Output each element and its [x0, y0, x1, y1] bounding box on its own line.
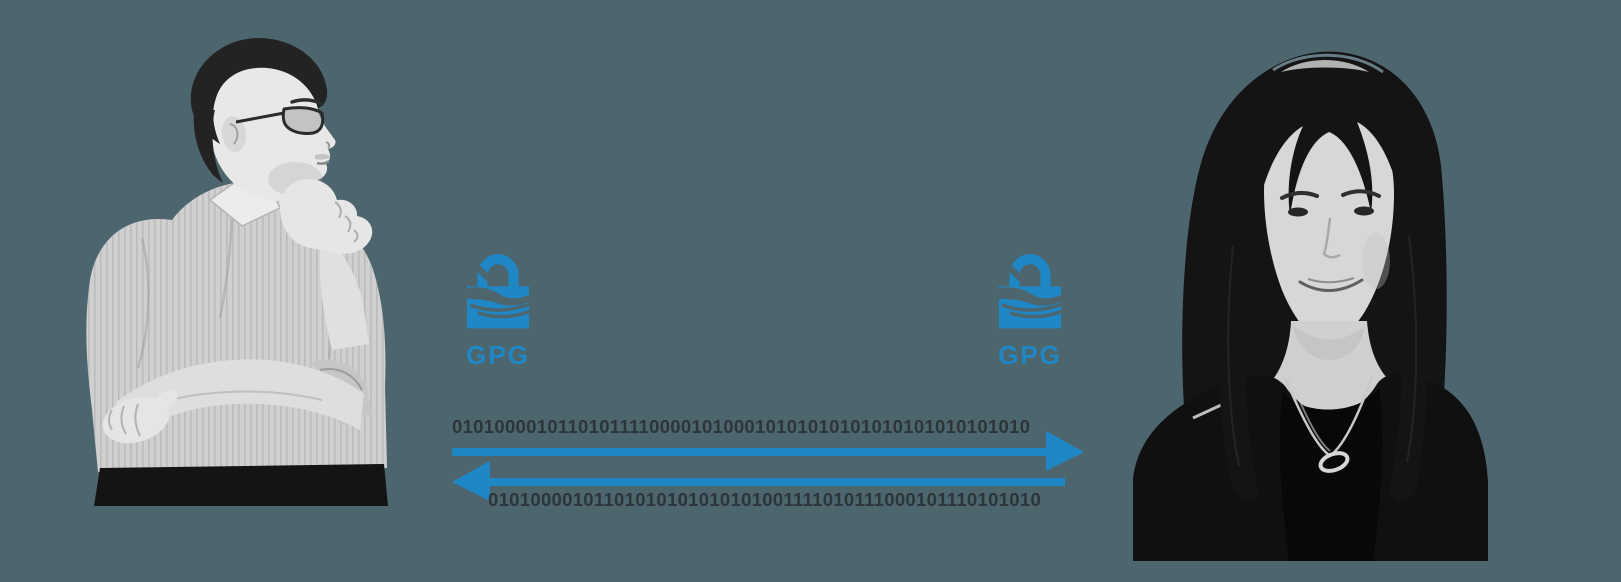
arrow-shaft [488, 478, 1065, 486]
hand-under-chin [280, 178, 373, 254]
knuckle-lines [334, 201, 359, 243]
gpg-lock-icon [994, 254, 1067, 329]
gpg-logo-right: GPG [980, 246, 1080, 368]
hair-strand-left [1216, 196, 1259, 501]
binary-string-bottom: 0101000010110101010101010100111101011100… [488, 489, 1042, 510]
hand-cutout [994, 287, 1067, 306]
glasses [235, 106, 325, 135]
hair-highlight [1281, 60, 1369, 72]
necklace [1283, 373, 1375, 473]
finger-cutout [1001, 301, 1066, 312]
inner-top [1279, 388, 1383, 561]
lap-shadow [94, 464, 388, 506]
finger-cutout [1009, 308, 1067, 319]
facial-features [1280, 189, 1390, 292]
arrowhead-right-icon [1046, 431, 1084, 471]
neck-shadow [1293, 326, 1365, 360]
hair-back [193, 110, 223, 183]
arrow-right [452, 431, 1084, 471]
gpg-wordmark: GPG [466, 340, 530, 370]
shackle-gap [1006, 263, 1025, 283]
sleeve-line [319, 368, 363, 391]
hair-edge-glow [1272, 53, 1384, 74]
finger-cutout [477, 308, 535, 319]
binary-string-top: 0101000010110101111000010100010101010101… [452, 416, 1031, 437]
finger-cutout [469, 301, 534, 312]
hair-fringe [1251, 80, 1408, 241]
man-portrait-photo [86, 38, 388, 506]
eyebrow [290, 98, 324, 106]
shackle-gap [474, 263, 493, 283]
arrowhead-left-icon [452, 461, 490, 501]
forearm-right [319, 232, 369, 350]
finger-lines [108, 403, 141, 437]
gpg-logo-left: GPG [448, 246, 548, 368]
ear [221, 116, 247, 152]
crossed-forearm [116, 359, 364, 436]
gpg-wordmark: GPG [998, 340, 1062, 370]
thumb [154, 390, 178, 410]
arrow-left [452, 461, 1065, 501]
face [197, 48, 336, 201]
hair-strand-right [1389, 191, 1429, 503]
hair-waves [1227, 235, 1418, 467]
ear-line [229, 123, 239, 145]
woman-portrait-photo [1133, 51, 1488, 561]
arrow-shaft [452, 448, 1048, 456]
pendant [1318, 451, 1350, 473]
hair [190, 38, 328, 144]
hand-cutout [462, 287, 535, 306]
gpg-lock-icon [462, 254, 535, 329]
